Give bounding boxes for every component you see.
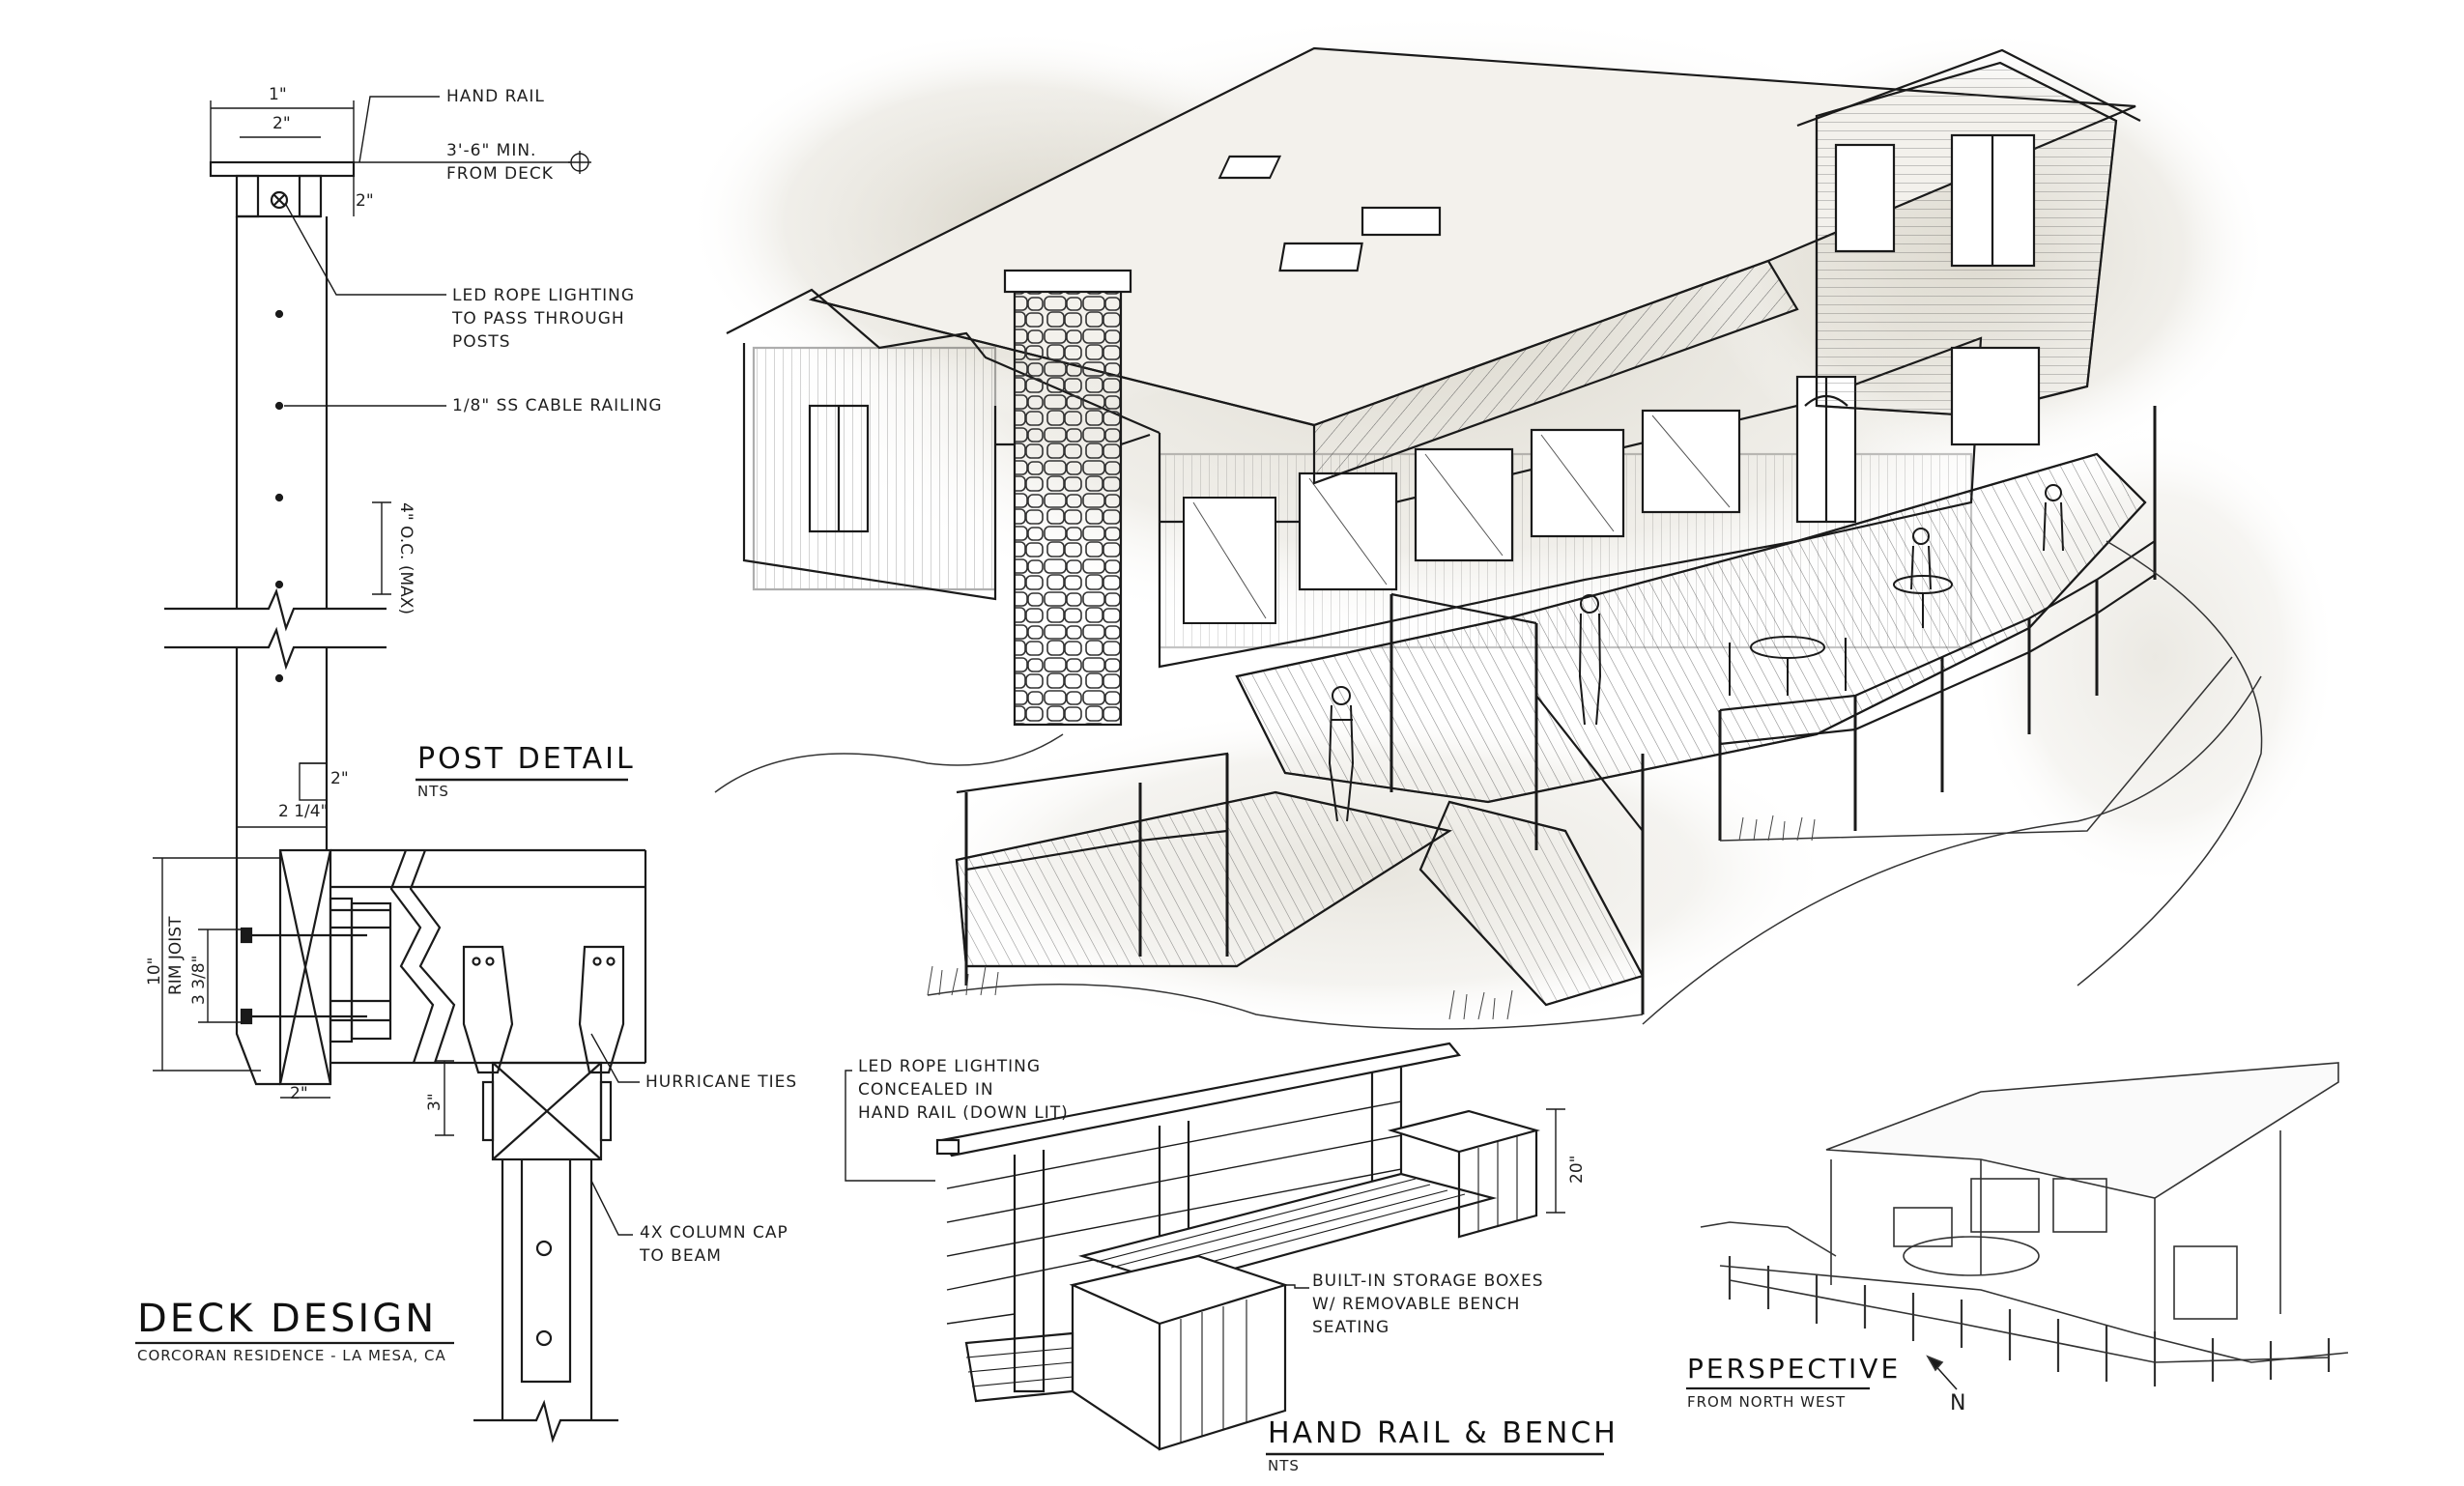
perspective-subtitle: FROM NORTH WEST xyxy=(1687,1393,1847,1411)
callout-storage: BUILT-IN STORAGE BOXES W/ REMOVABLE BENC… xyxy=(1312,1272,1544,1337)
nw-perspective-drawing xyxy=(1686,1062,2349,1390)
post-detail-title: POST DETAIL xyxy=(417,742,636,776)
callout-column-cap: 4X COLUMN CAP TO BEAM xyxy=(640,1223,788,1266)
callout-hurricane-ties: HURRICANE TIES xyxy=(645,1072,798,1092)
bench-detail-title: HAND RAIL & BENCH xyxy=(1268,1416,1619,1450)
dim-rim-label: RIM JOIST xyxy=(166,916,186,995)
callout-height-note: 3'-6" MIN. FROM DECK xyxy=(446,141,554,184)
dim-top-width: 1" xyxy=(269,85,287,104)
sheet-subtitle: CORCORAN RESIDENCE - LA MESA, CA xyxy=(137,1347,446,1364)
dim-cap-width: 2" xyxy=(272,114,291,133)
north-arrow-label: N xyxy=(1950,1391,1966,1415)
dim-bench-height: 20" xyxy=(1567,1155,1587,1184)
callout-led-lighting: LED ROPE LIGHTING TO PASS THROUGH POSTS xyxy=(452,286,636,352)
dim-spacing: 4" O.C. (MAX) xyxy=(396,502,415,615)
dim-bottom-width: 2" xyxy=(290,1084,308,1103)
house-perspective xyxy=(714,46,2263,1030)
sheet-title: DECK DESIGN xyxy=(137,1297,438,1341)
post-detail-drawing xyxy=(135,96,647,1443)
callout-led-concealed: LED ROPE LIGHTING CONCEALED IN HAND RAIL… xyxy=(858,1057,1069,1123)
callout-hand-rail: HAND RAIL xyxy=(446,87,545,106)
dim-lower-gap: 2" xyxy=(330,769,349,788)
dim-tie-height: 3" xyxy=(425,1093,444,1111)
perspective-title: PERSPECTIVE xyxy=(1687,1353,1902,1385)
bench-drawing xyxy=(845,1042,1604,1456)
dim-rim-height: 10" xyxy=(145,957,164,986)
dim-rail-drop: 2" xyxy=(356,191,374,211)
callout-cable-railing: 1/8" SS CABLE RAILING xyxy=(452,396,663,415)
dim-offset: 2 1/4" xyxy=(278,802,329,821)
post-detail-scale: NTS xyxy=(417,783,449,800)
dim-bolt-spacing: 3 3/8" xyxy=(189,955,209,1005)
bench-detail-scale: NTS xyxy=(1268,1457,1300,1474)
